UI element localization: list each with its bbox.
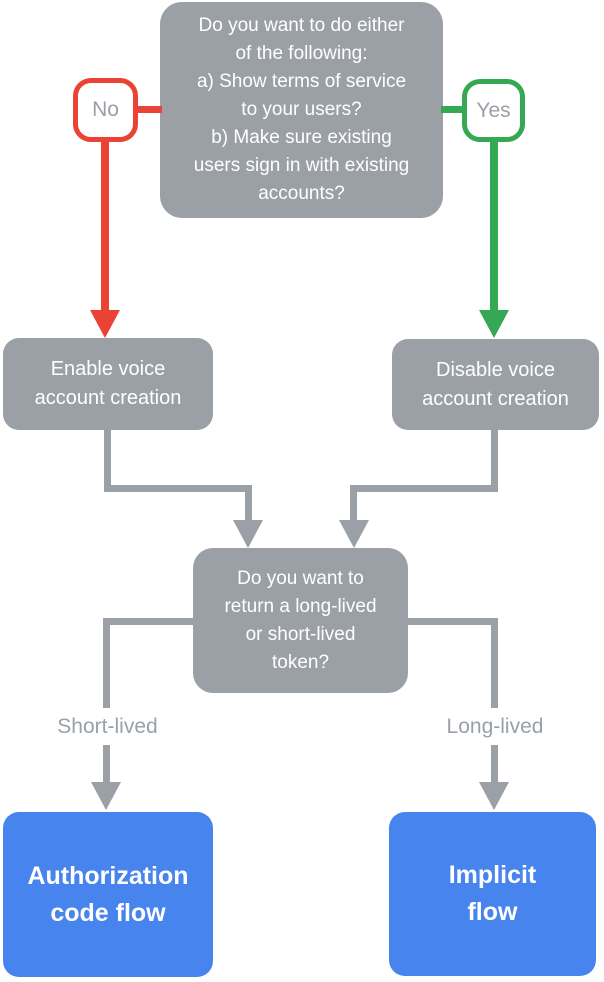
connector-disable-down	[491, 430, 498, 492]
connector-disable-into-token	[350, 485, 357, 520]
long-lived-label: Long-lived	[410, 708, 580, 745]
connector-yes-horizontal	[441, 106, 465, 113]
connector-no-horizontal	[136, 106, 162, 113]
decision-node-token-lifetime-question: Do you want to return a long-lived or sh…	[193, 548, 408, 693]
no-badge: No	[73, 78, 138, 142]
no-branch-arrowhead-icon	[90, 310, 120, 338]
connector-short-lived-horizontal	[103, 618, 193, 625]
disable-branch-arrowhead-icon	[339, 520, 369, 548]
connector-enable-down	[104, 430, 111, 492]
implicit-flow-node: Implicit flow	[389, 812, 596, 976]
enable-voice-account-creation-node: Enable voice account creation	[3, 338, 213, 430]
decision-node-account-linking-question: Do you want to do either of the followin…	[160, 2, 443, 218]
connector-disable-across	[350, 485, 498, 492]
connector-enable-across	[104, 485, 252, 492]
enable-branch-arrowhead-icon	[233, 520, 263, 548]
connector-yes-vertical	[490, 140, 498, 310]
connector-no-vertical	[101, 140, 109, 310]
disable-voice-account-creation-node: Disable voice account creation	[392, 339, 599, 430]
authorization-code-flow-node: Authorization code flow	[3, 812, 213, 977]
short-lived-label: Short-lived	[23, 708, 192, 745]
yes-badge: Yes	[462, 79, 525, 142]
yes-branch-arrowhead-icon	[479, 310, 509, 338]
connector-long-lived-horizontal	[408, 618, 498, 625]
connector-enable-into-token	[245, 485, 252, 520]
connector-short-lived-vertical	[103, 618, 110, 782]
short-lived-arrowhead-icon	[91, 782, 121, 810]
connector-long-lived-vertical	[491, 618, 498, 782]
long-lived-arrowhead-icon	[479, 782, 509, 810]
